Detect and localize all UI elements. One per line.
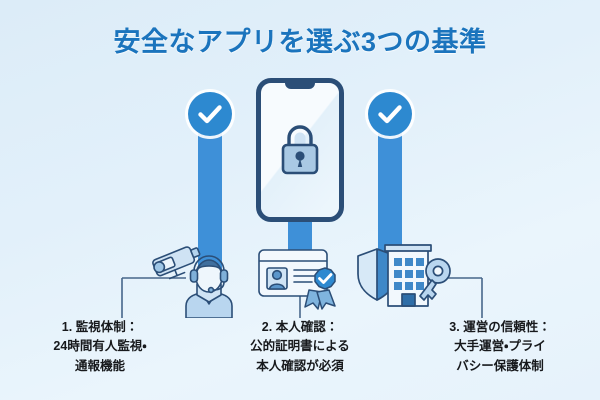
padlock-icon bbox=[281, 125, 319, 175]
caption-row: 1. 監視体制： 24時間有人監視・ 通報機能 2. 本人確認： 公的証明書によ… bbox=[0, 318, 600, 376]
smartphone-illustration bbox=[256, 78, 344, 222]
caption-line: 2. 本人確認： bbox=[261, 320, 339, 334]
caption-operator-trust: 3. 運営の信頼性： 大手運営・プライ バシー保護体制 bbox=[400, 318, 600, 376]
caption-line: 24時間有人監視・ bbox=[53, 339, 147, 354]
caption-line: 3. 運営の信頼性： bbox=[449, 320, 551, 334]
headset-operator-icon bbox=[185, 255, 233, 319]
id-card-icon bbox=[258, 249, 328, 297]
icon-cluster-trust bbox=[352, 238, 456, 323]
caption-line: 公的証明書による bbox=[250, 339, 350, 354]
icon-cluster-monitoring bbox=[142, 232, 250, 323]
column-bar-monitoring bbox=[198, 112, 222, 274]
icon-cluster-identity bbox=[255, 244, 347, 315]
key-icon bbox=[419, 258, 451, 301]
caption-line: 通報機能 bbox=[74, 358, 125, 373]
check-badge-monitoring bbox=[188, 92, 232, 136]
check-badge-trust bbox=[368, 92, 412, 136]
caption-line: バシー保護体制 bbox=[456, 358, 544, 373]
caption-identity-verification: 2. 本人確認： 公的証明書による 本人確認が必須 bbox=[200, 318, 400, 376]
check-icon bbox=[198, 105, 222, 124]
check-icon bbox=[318, 273, 333, 284]
verified-rosette-icon bbox=[304, 267, 336, 310]
caption-line: 1. 監視体制： bbox=[61, 320, 139, 334]
caption-monitoring: 1. 監視体制： 24時間有人監視・ 通報機能 bbox=[0, 318, 200, 376]
caption-line: 大手運営・プライ bbox=[454, 339, 546, 354]
caption-line: 本人確認が必須 bbox=[256, 358, 344, 373]
page-title: 安全なアプリを選ぶ3つの基準 bbox=[113, 27, 487, 57]
check-icon bbox=[378, 105, 402, 124]
security-camera-icon bbox=[152, 246, 201, 280]
